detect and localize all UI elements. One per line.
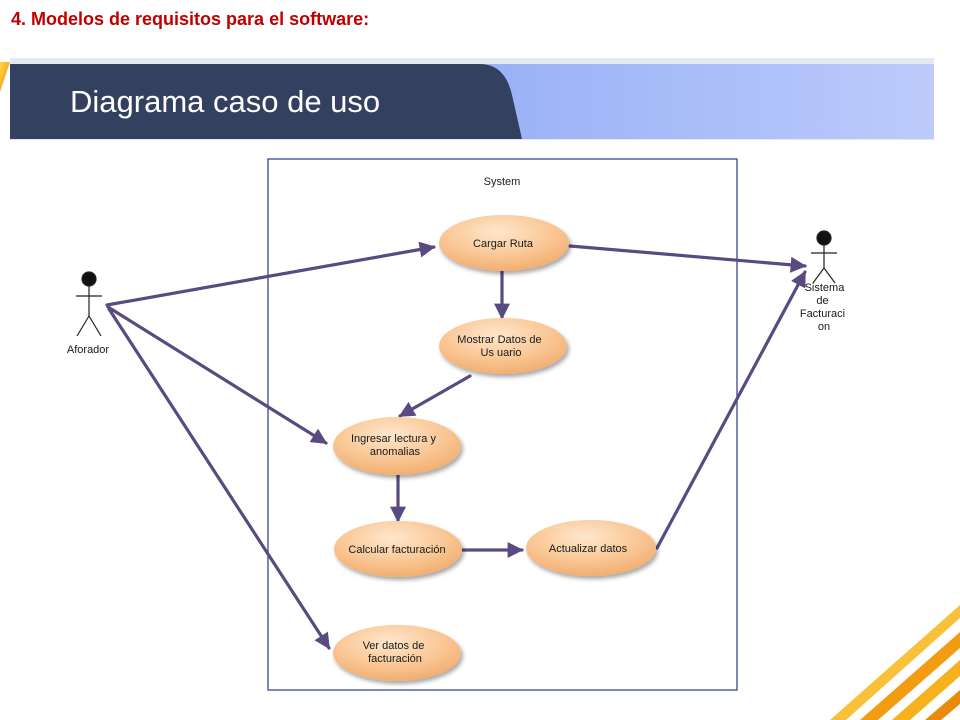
use-case-ver-datos: Ver datos de facturación bbox=[333, 625, 461, 681]
actor-label-sistema: Sistema de Facturaci on bbox=[800, 282, 848, 333]
arrow-aforador-cargar-ruta bbox=[105, 241, 436, 307]
association-arrows bbox=[105, 241, 807, 650]
title-banner: Diagrama caso de uso bbox=[10, 58, 934, 140]
actor-label-aforador: Aforador bbox=[67, 344, 110, 356]
svg-text:Calcular facturación: Calcular facturación bbox=[348, 544, 445, 556]
banner-title: Diagrama caso de uso bbox=[70, 84, 380, 119]
svg-text:Ingresar lectura y anoma: Ingresar lectura y anomalias bbox=[351, 433, 439, 458]
decorative-accent-bottom-right bbox=[830, 605, 960, 720]
svg-text:Ver datos de facturación: Ver datos de facturación bbox=[363, 640, 428, 665]
use-case-cargar-ruta: Cargar Ruta bbox=[439, 215, 569, 271]
arrow-actualizar-sistema bbox=[655, 270, 807, 550]
actor-aforador bbox=[76, 271, 102, 337]
svg-text:Mostrar Datos de Us uari: Mostrar Datos de Us uario bbox=[457, 334, 544, 359]
use-case-mostrar-datos: Mostrar Datos de Us uario bbox=[439, 318, 567, 374]
actor-sistema-facturacion bbox=[811, 230, 837, 284]
arrow-mostrar-datos-ingresar bbox=[398, 374, 472, 418]
use-case-calcular-facturacion: Calcular facturación bbox=[334, 521, 462, 577]
arrow-aforador-ingresar bbox=[106, 305, 328, 445]
use-case-ingresar-lectura: Ingresar lectura y anomalias bbox=[333, 417, 461, 475]
decorative-accent-left bbox=[0, 62, 10, 92]
slide-heading: 4. Modelos de requisitos para el softwar… bbox=[11, 9, 370, 29]
arrow-aforador-ver-datos bbox=[107, 307, 331, 650]
svg-text:Actualizar datos: Actualizar datos bbox=[549, 543, 628, 555]
system-label: System bbox=[484, 176, 521, 188]
use-case-actualizar-datos: Actualizar datos bbox=[526, 520, 656, 576]
arrow-cargar-ruta-sistema bbox=[568, 244, 807, 273]
svg-text:Cargar Ruta: Cargar Ruta bbox=[473, 238, 534, 250]
